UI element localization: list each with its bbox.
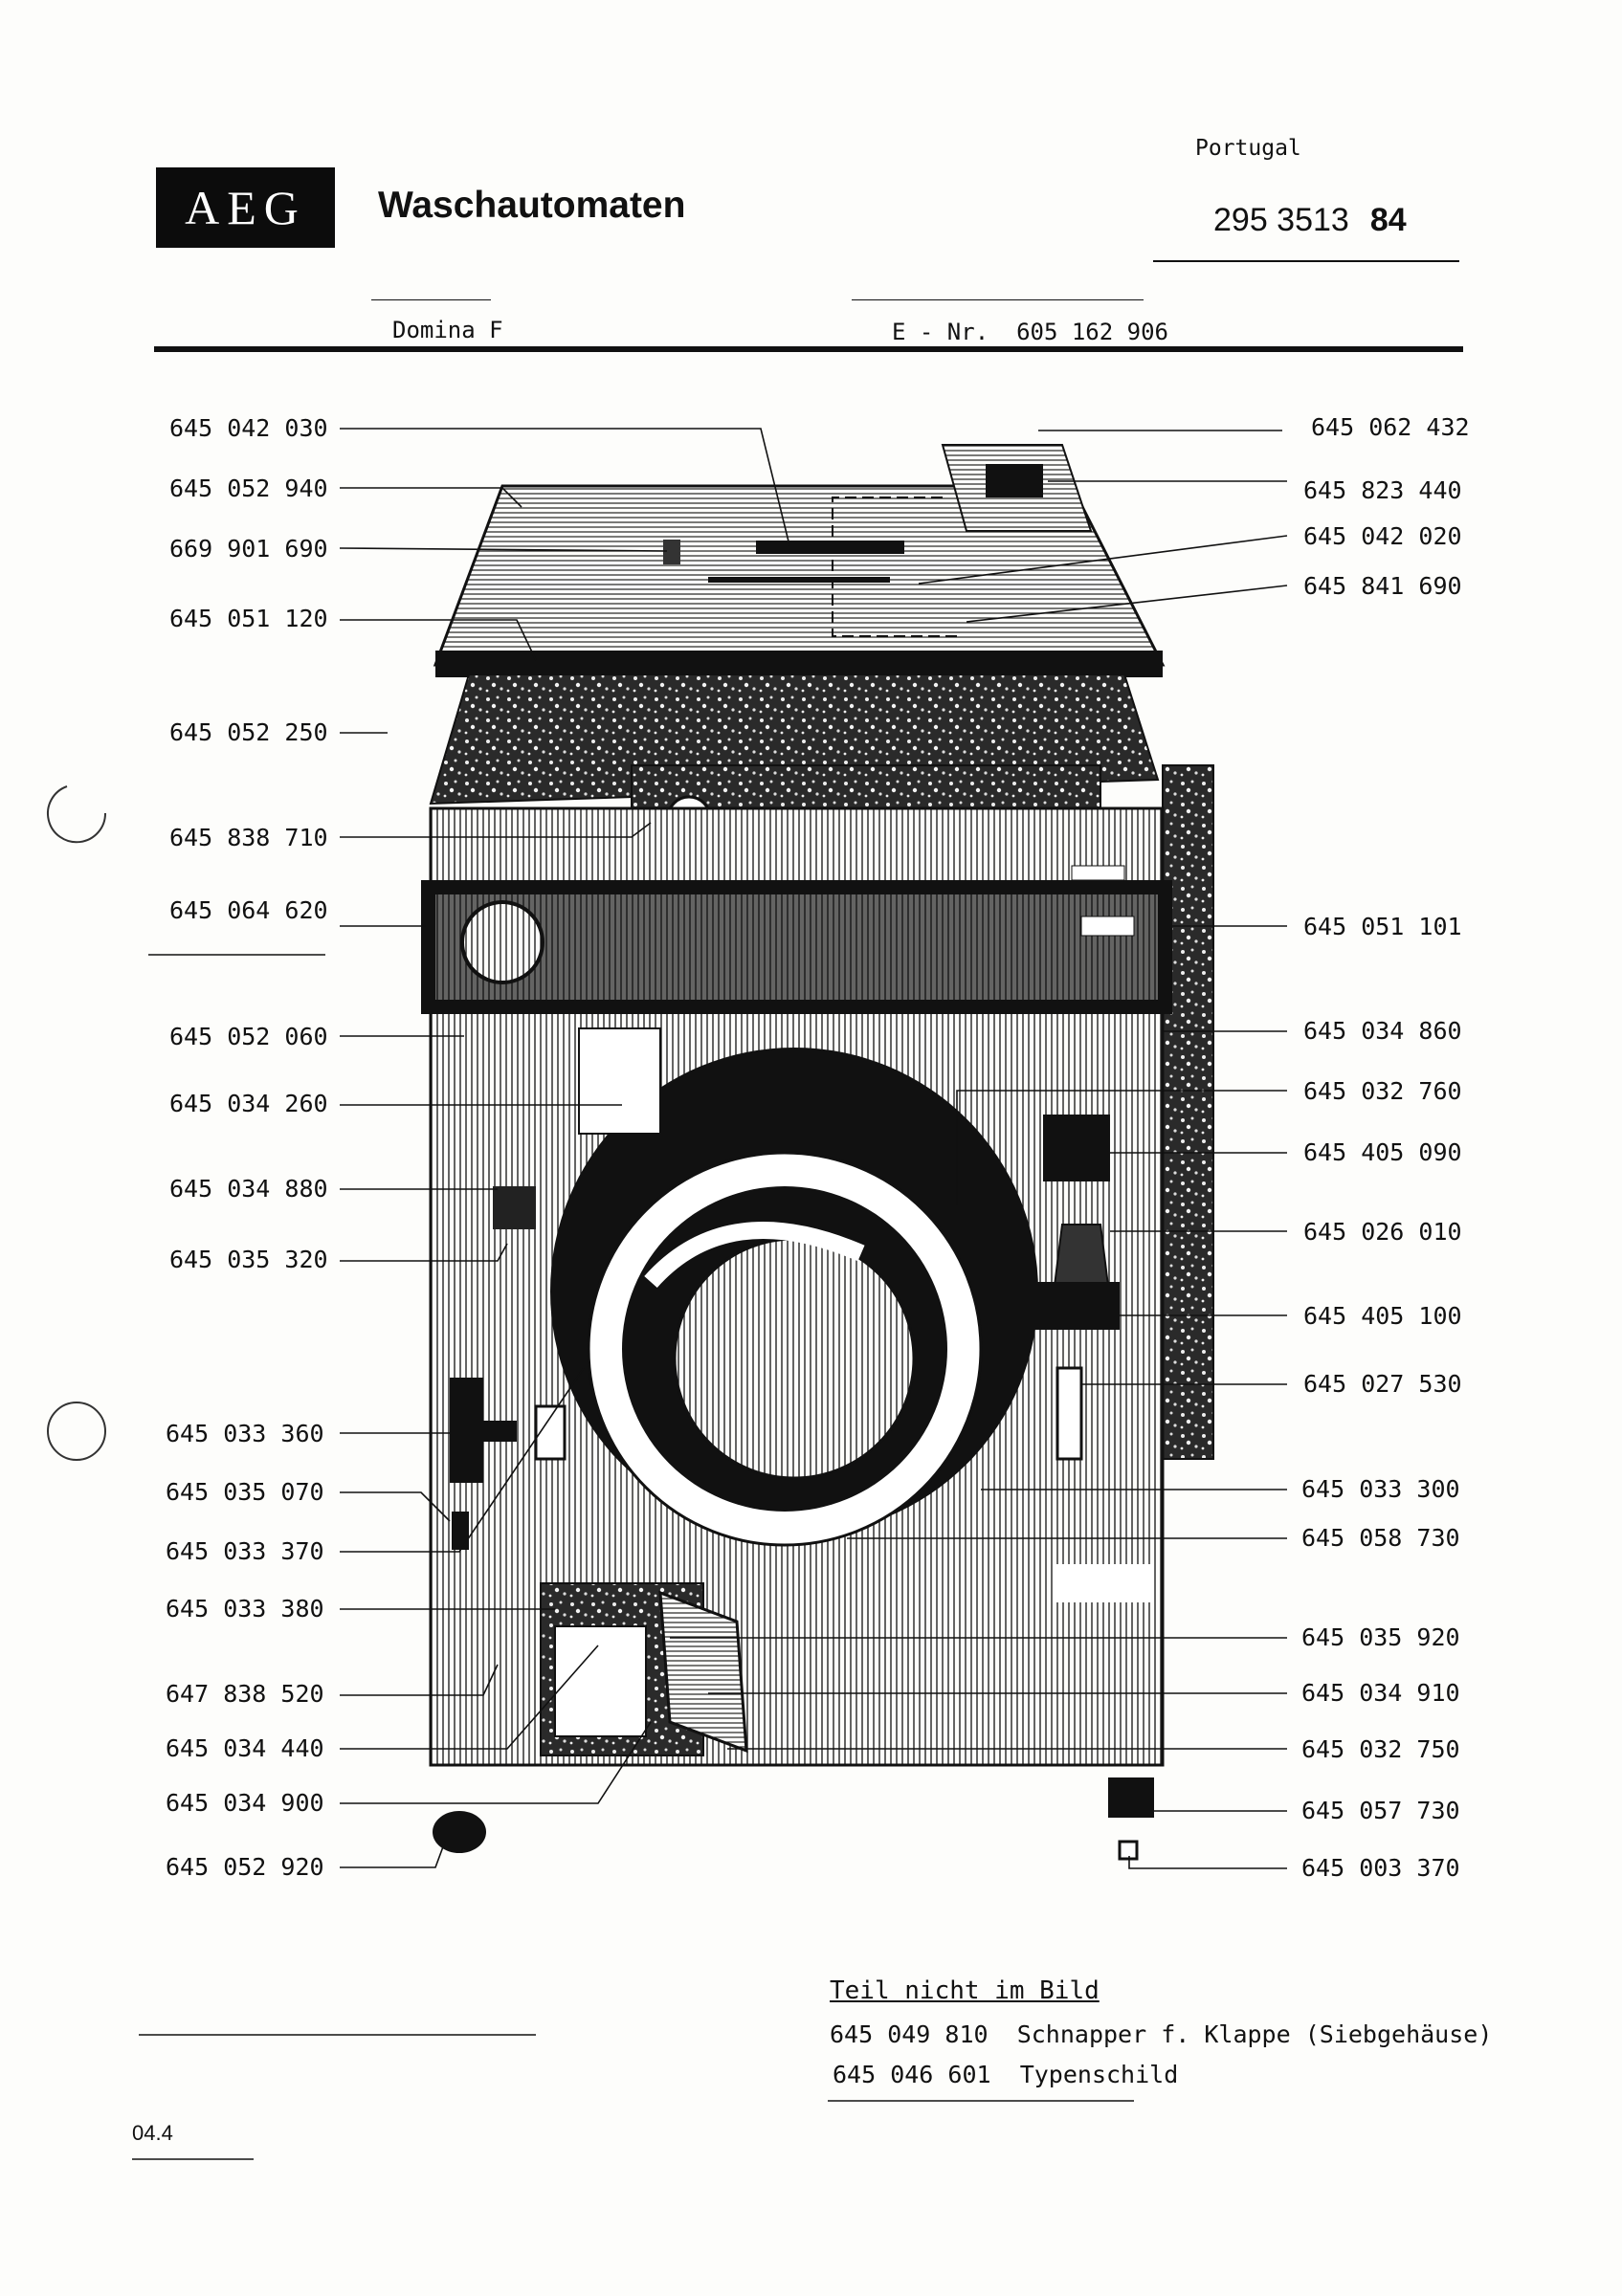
callout-label: 645 064 620 [169,896,328,924]
lid-edge [435,651,1163,677]
not-pictured-row: 645 046 601 Typenschild [833,2061,1178,2088]
callout-label: 645 035 070 [166,1478,324,1506]
callout-label: 645 032 750 [1301,1735,1460,1763]
front-foot-right [1108,1777,1154,1818]
doc-number-value: 295 3513 [1213,202,1349,238]
callout-label: 645 838 710 [169,824,328,851]
part-description: Schnapper f. Klappe (Siebgehäuse) [1016,2020,1493,2048]
document-number: 295 3513 84 [1213,202,1407,239]
foot-cap [1118,1840,1139,1861]
lid-spring [708,577,890,583]
control-panel-fascia [435,894,1158,1000]
e-nr-value: 605 162 906 [1016,319,1169,345]
callout-label: 645 033 360 [166,1420,324,1447]
lock-part-a [493,1186,536,1229]
footer-code: 04.4 [132,2121,173,2145]
part-description: Typenschild [1019,2061,1179,2088]
lid-hinge [986,464,1043,497]
callout-label: 645 042 020 [1303,522,1462,550]
model-name: Domina F [392,317,503,343]
lid-strip [756,541,904,554]
not-pictured-title: Teil nicht im Bild [830,1976,1100,2005]
callout-label: 669 901 690 [169,535,328,563]
indicator-strip [1080,916,1135,937]
e-nr-label: E - Nr. [892,319,989,345]
punch-hole-upper [47,785,107,844]
callout-label: 645 034 860 [1303,1017,1462,1045]
page-title: Waschautomaten [378,185,686,226]
program-knob [460,900,544,984]
callout-label: 645 042 030 [169,414,328,442]
lid-clip [663,540,680,564]
callout-label: 645 034 910 [1301,1679,1460,1707]
callout-label: 645 034 440 [166,1734,324,1762]
punch-hole-lower [47,1402,106,1461]
callout-label: 645 033 380 [166,1595,324,1623]
callout-label: 645 034 880 [169,1175,328,1203]
header-rule [154,346,1463,352]
model-overline [371,299,491,300]
door-glass [673,1237,916,1480]
callout-label: 645 062 432 [1311,413,1470,441]
enr-overline [852,299,1144,300]
callout-label: 645 035 920 [1301,1623,1460,1651]
callout-label: 645 841 690 [1303,572,1462,600]
not-pictured-row: 645 049 810 Schnapper f. Klappe (Siebgeh… [830,2020,1492,2048]
aeg-logo: AEG [156,167,335,248]
callout-label: 645 035 320 [169,1246,328,1273]
handle-bracket [478,1421,517,1442]
callout-label: 645 051 120 [169,605,328,632]
hinge-lower [1033,1282,1120,1330]
callout-label: 645 026 010 [1303,1218,1462,1246]
hinge-upper [1043,1115,1110,1181]
callout-label: 645 034 260 [169,1090,328,1117]
catch-pin [452,1512,469,1550]
callout-label: 645 405 090 [1303,1138,1462,1166]
country-label: Portugal [1195,136,1301,161]
door-glare [644,1222,865,1289]
callout-label: 645 034 900 [166,1789,324,1817]
filter-flap [658,1590,748,1754]
callout-label: 645 027 530 [1303,1370,1462,1398]
doc-number-underline [1153,260,1459,262]
left-leader-lines [339,428,790,1868]
filter-cap [554,1625,647,1737]
right-side-panel [1162,764,1214,1460]
front-foot-left [433,1811,486,1853]
callout-label: 645 052 060 [169,1023,328,1050]
door-handle [450,1378,483,1483]
part-number: 645 049 810 [830,2020,989,2048]
callout-label: 645 058 730 [1301,1524,1460,1552]
callout-label: 645 052 940 [169,475,328,502]
right-leader-lines [670,430,1288,1869]
callout-label: 645 405 100 [1303,1302,1462,1330]
hinge-pin [1055,1366,1083,1461]
callout-label: 645 033 370 [166,1537,324,1565]
callout-label: 645 033 300 [1301,1475,1460,1503]
lid-dashed-guide [832,497,957,637]
part-number: 645 046 601 [833,2061,991,2088]
callout-label: 645 052 920 [166,1853,324,1881]
badge-blank [1053,1564,1153,1602]
door-hinge-cover [578,1027,661,1135]
callout-label: 647 838 520 [166,1680,324,1708]
doc-year: 84 [1369,202,1407,238]
panel-badge [1071,865,1125,881]
callout-label: 645 052 250 [169,718,328,746]
callout-label: 645 003 370 [1301,1854,1460,1882]
e-nr: E - Nr. 605 162 906 [892,319,1168,345]
callout-label: 645 823 440 [1303,476,1462,504]
callout-label: 645 032 760 [1303,1077,1462,1105]
callout-label: 645 057 730 [1301,1797,1460,1824]
callout-label: 645 051 101 [1303,913,1462,940]
